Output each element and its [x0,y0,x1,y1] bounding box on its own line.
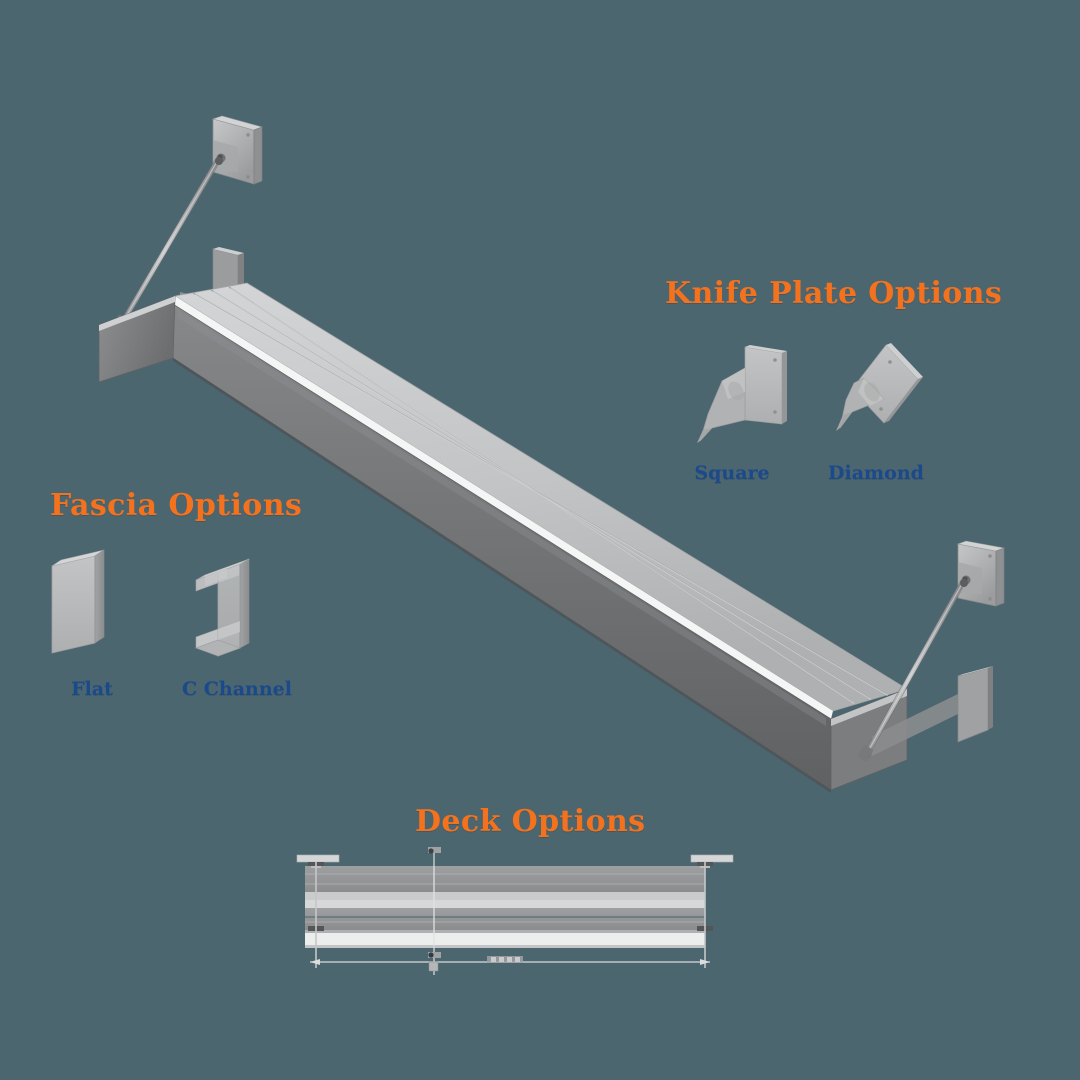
section-title-knife-plate: Knife Plate Options [665,276,1003,311]
support-cable-right [857,579,968,762]
deck-dimension-vertical [428,847,441,975]
fascia-c-channel-part [195,558,250,657]
deck-drawing-end-right [690,854,734,968]
deck-drawing-end-left [296,854,340,968]
part-label-c-channel: C Channel [182,678,292,700]
shelf-end-cap-left [98,295,176,383]
section-title-fascia: Fascia Options [50,488,303,523]
fascia-flat-part [51,549,105,654]
part-label-diamond: Diamond [828,462,924,484]
wall-mount-plate-upper-left [211,115,263,185]
deck-options-drawing [296,847,734,975]
knife-plate-square-part [697,345,787,443]
knife-plate-diamond-part [836,343,923,431]
part-label-square: Square [694,462,770,484]
wall-mount-plate-upper-right [956,540,1006,607]
part-label-flat: Flat [71,678,113,700]
knife-plate-bracket-right [872,666,993,756]
shelf-body [98,282,908,793]
deck-dimension-horizontal [310,956,710,965]
section-title-deck: Deck Options [415,804,646,839]
deck-front-highlight [173,296,833,719]
